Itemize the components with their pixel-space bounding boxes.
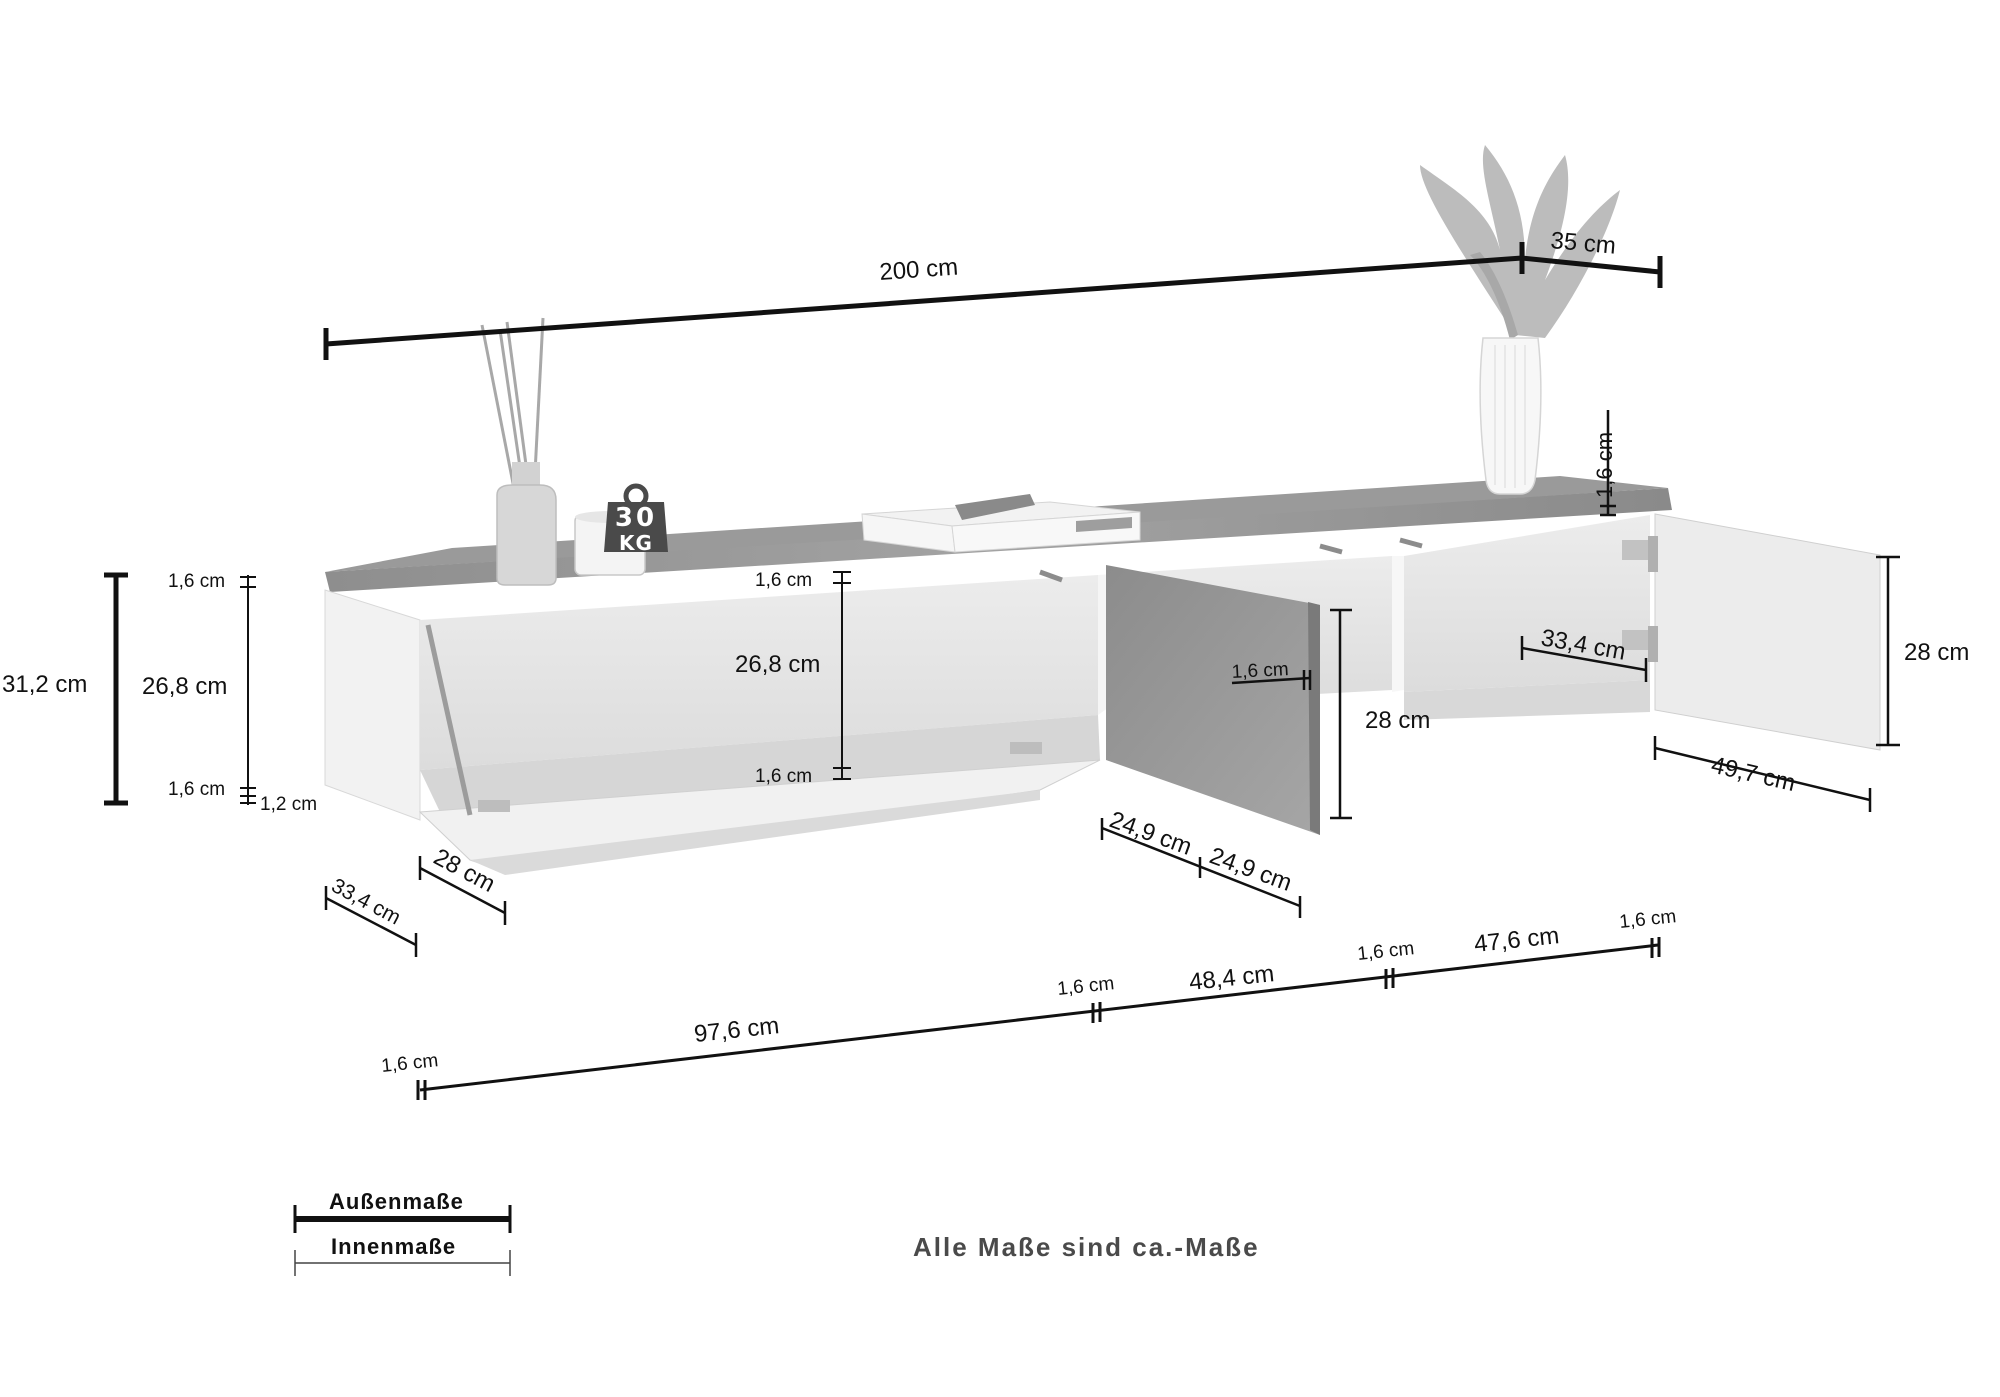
overall-depth-label: 35 cm [1549, 227, 1616, 260]
left-bottom-thickness-label: 1,6 cm [168, 779, 225, 800]
center-top-thickness-label: 1,6 cm [755, 570, 812, 591]
wall-bracket-1 [1039, 569, 1063, 583]
legend-inner-label: Innenmaße [331, 1234, 456, 1259]
vase-icon [1479, 337, 1542, 495]
right-divider [1392, 556, 1404, 692]
remote-icon [955, 494, 1035, 520]
depth-dimension-line [1521, 255, 1661, 275]
left-depth-dims [324, 856, 507, 957]
approximate-dimensions-note: Alle Maße sind ca.-Maße [913, 1232, 1260, 1262]
door-hinge-bottom [1622, 626, 1658, 662]
wall-bracket-2 [1319, 543, 1343, 555]
legend-outer-line [293, 1205, 512, 1233]
width-dimension-line [325, 255, 1523, 347]
chain-wall-2-label: 1,6 cm [1056, 973, 1115, 1000]
door-hinge-top [1622, 536, 1658, 572]
chain-wall-4-label: 1,6 cm [1618, 906, 1677, 933]
legend-inner-line [294, 1250, 511, 1276]
dvd-player-icon [861, 501, 1141, 553]
middle-door-width-a-label: 24,9 cm [1106, 806, 1195, 861]
load-capacity-value: 30 [615, 503, 657, 533]
chain-wall-3-label: 1,6 cm [1356, 938, 1415, 965]
decor: 30 KG [480, 145, 1620, 586]
chain-compartment-1-label: 97,6 cm [693, 1012, 781, 1048]
middle-door-edge [1308, 602, 1320, 835]
middle-door-thickness-label: 1,6 cm [1231, 659, 1289, 683]
left-height-chain [240, 575, 256, 805]
right-door-height-label: 28 cm [1904, 639, 1969, 666]
chain-compartment-3-label: 47,6 cm [1473, 922, 1561, 958]
pampas-grass-icon [1420, 145, 1620, 340]
load-capacity-unit: KG [619, 531, 653, 555]
right-door-width-label: 49,7 cm [1709, 752, 1798, 798]
left-plinth-label: 1,2 cm [260, 794, 317, 815]
left-top-thickness-label: 1,6 cm [168, 571, 225, 592]
flap-hinge-right [1010, 742, 1042, 754]
right-dims [1520, 410, 1900, 812]
middle-door-height-label: 28 cm [1365, 707, 1430, 734]
center-height-chain [833, 571, 851, 780]
outer-dimensions [104, 242, 1663, 806]
bottom-width-chain [416, 937, 1661, 1100]
right-top-thickness-label: 1,6 cm [1592, 432, 1617, 498]
reed-diffuser-icon [480, 317, 557, 586]
middle-door-width-b-label: 24,9 cm [1206, 842, 1295, 897]
left-inner-height-label: 26,8 cm [142, 673, 227, 700]
gas-strut [425, 624, 473, 816]
middle-door-dims [1100, 608, 1352, 918]
overall-width-label: 200 cm [879, 254, 959, 286]
chain-wall-1-label: 1,6 cm [380, 1050, 439, 1077]
right-compartment-back [1404, 515, 1650, 692]
overall-height-label: 31,2 cm [2, 671, 87, 698]
left-flap-edge [470, 790, 1040, 875]
wall-bracket-3 [1399, 537, 1423, 549]
weight-icon: 30 KG [604, 483, 668, 555]
middle-door-open [1106, 565, 1320, 835]
center-inner-height-label: 26,8 cm [735, 651, 820, 678]
legend: Außenmaße Innenmaße [293, 1189, 512, 1276]
left-side-panel [324, 589, 421, 821]
legend-outer-label: Außenmaße [329, 1189, 464, 1214]
center-bottom-thickness-label: 1,6 cm [755, 766, 812, 787]
side-depth-label: 33,4 cm [328, 874, 405, 929]
left-compartment-bottom [420, 715, 1100, 812]
left-compartment-back [420, 575, 1098, 770]
right-compartment-bottom [1404, 680, 1650, 720]
flap-hinge-left [478, 800, 510, 812]
right-door-open [1654, 513, 1881, 751]
